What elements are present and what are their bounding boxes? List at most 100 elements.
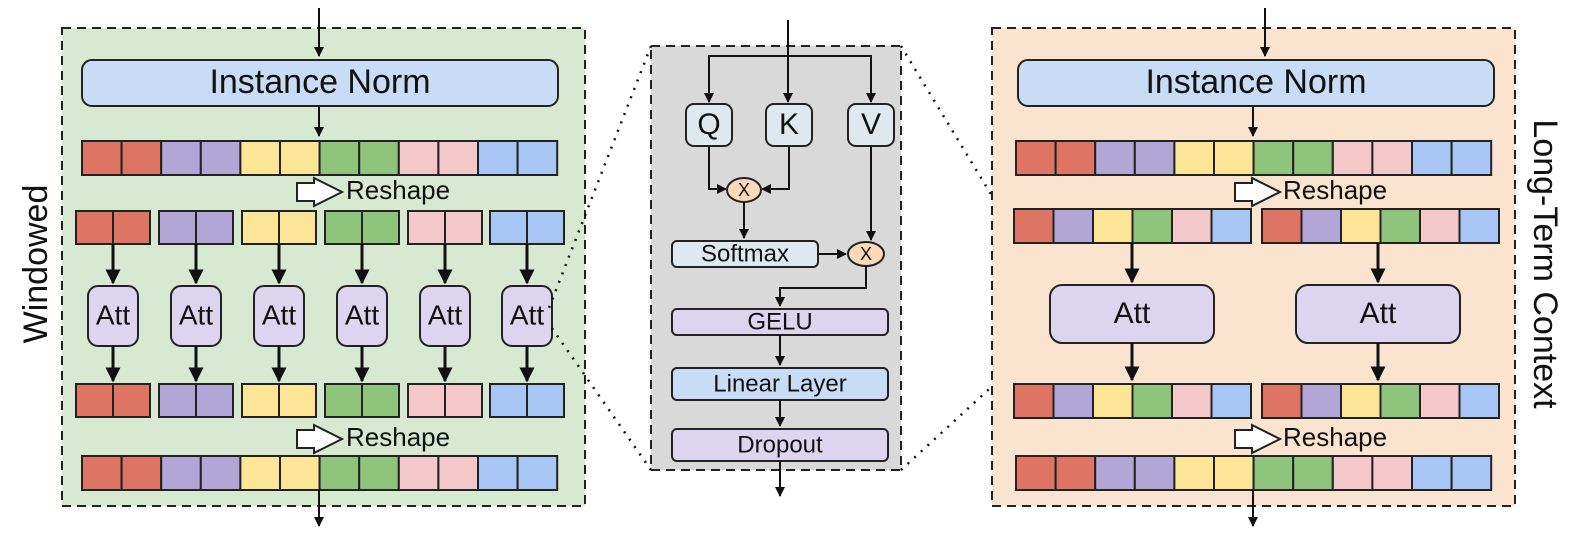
left-window-bottom-token (324, 383, 363, 418)
left-window-top-token (526, 210, 565, 245)
right-output-token (1133, 455, 1176, 491)
left-att-label: Att (96, 299, 130, 330)
k-label: K (779, 108, 799, 141)
right-seq-bottom-1-token (1052, 383, 1094, 419)
right-seq-top-1-token (1092, 208, 1134, 244)
left-window-top-token (407, 210, 446, 245)
left-input-token (279, 140, 321, 176)
q-label: Q (697, 108, 720, 141)
left-input-token (397, 140, 440, 176)
left-output-token (477, 455, 519, 491)
left-att-label: Att (345, 299, 379, 330)
right-att-label-1: Att (1114, 297, 1151, 330)
left-att-label: Att (510, 299, 544, 330)
left-window-top-token (241, 210, 280, 245)
left-input-token (318, 140, 361, 176)
v-label: V (861, 108, 881, 141)
left-window-bottom-token (489, 383, 528, 418)
left-output-token (397, 455, 440, 491)
left-window-bottom-token (278, 383, 317, 418)
left-reshape-bottom-label: Reshape (346, 422, 450, 452)
right-seq-bottom-2-token (1340, 383, 1382, 419)
left-window-top-token (75, 210, 114, 245)
left-att-label: Att (428, 299, 462, 330)
linear-layer-label: Linear Layer (713, 370, 846, 397)
left-output-token (318, 455, 361, 491)
right-att-label-2: Att (1360, 297, 1397, 330)
left-output-token (239, 455, 281, 491)
right-seq-top-2-token (1458, 208, 1500, 244)
mid-fan-to-v (788, 55, 876, 103)
right-seq-top-1-token (1171, 208, 1213, 244)
right-seq-bottom-1-token (1171, 383, 1213, 419)
right-output-token (1450, 455, 1493, 491)
left-window-top-token (278, 210, 317, 245)
left-output-token (160, 455, 202, 491)
attention-detail-panel: Q K V X Softmax X GELU Linear Layer Drop… (547, 20, 1062, 497)
left-window-bottom-token (444, 383, 483, 418)
right-seq-top-1-token (1131, 208, 1173, 244)
right-input-token (1331, 140, 1374, 176)
left-window-top-token (361, 210, 400, 245)
right-output-token (1094, 455, 1136, 491)
left-window-top-token (324, 210, 363, 245)
left-output-token (120, 455, 163, 491)
right-seq-bottom-2-token (1300, 383, 1342, 419)
right-reshape-bottom-arrow-icon (1234, 423, 1283, 455)
right-seq-bottom-1-token (1013, 383, 1055, 419)
right-seq-top-1-token (1210, 208, 1252, 244)
left-output-token (279, 455, 321, 491)
right-input-token (1411, 140, 1453, 176)
left-token-row-input (81, 140, 559, 176)
left-window-bottom-token (195, 383, 234, 418)
right-output-token (1371, 455, 1414, 491)
right-sequence-tokens-bottom (1013, 383, 1500, 419)
right-seq-top-2-token (1340, 208, 1382, 244)
left-input-token (437, 140, 479, 176)
dropout-label: Dropout (737, 431, 823, 458)
left-token-row-output (81, 455, 559, 491)
left-att-label: Att (262, 299, 296, 330)
right-seq-bottom-1-token (1210, 383, 1252, 419)
right-instance-norm-label: Instance Norm (1145, 63, 1366, 101)
right-seq-bottom-2-token (1261, 383, 1303, 419)
left-window-bottom-token (75, 383, 114, 418)
v-multiply-symbol: X (860, 244, 872, 264)
right-output-token (1015, 455, 1057, 491)
left-input-token (199, 140, 242, 176)
left-window-tokens-bottom (75, 383, 565, 418)
left-output-token (199, 455, 242, 491)
left-reshape-top-arrow-icon (296, 176, 345, 208)
left-window-bottom-token (361, 383, 400, 418)
right-seq-top-1-token (1013, 208, 1055, 244)
gelu-label: GELU (747, 308, 812, 335)
right-input-token (1094, 140, 1136, 176)
left-panel-background (61, 27, 586, 507)
right-output-token (1331, 455, 1374, 491)
right-token-row-output (1015, 455, 1493, 491)
left-window-bottom-token (112, 383, 151, 418)
left-window-top-token (195, 210, 234, 245)
left-window-top-token (112, 210, 151, 245)
left-reshape-bottom (296, 423, 345, 455)
left-reshape-bottom-arrow-icon (296, 423, 345, 455)
right-seq-top-2-token (1261, 208, 1303, 244)
windowed-side-label: Windowed (17, 185, 55, 344)
right-seq-bottom-2-token (1379, 383, 1421, 419)
right-output-token (1054, 455, 1097, 491)
right-input-token (1054, 140, 1097, 176)
right-input-token (1450, 140, 1493, 176)
right-token-row-input (1015, 140, 1493, 176)
right-output-token (1252, 455, 1295, 491)
qk-multiply-symbol: X (738, 180, 750, 200)
right-input-token (1173, 140, 1216, 176)
right-input-token (1213, 140, 1255, 176)
left-output-token (516, 455, 559, 491)
left-window-tokens-top (75, 210, 565, 245)
left-window-top-token (489, 210, 528, 245)
left-window-bottom-token (407, 383, 446, 418)
left-output-token (81, 455, 123, 491)
left-reshape-top (296, 176, 345, 208)
right-seq-top-2-token (1300, 208, 1342, 244)
right-reshape-top-label: Reshape (1283, 175, 1387, 205)
